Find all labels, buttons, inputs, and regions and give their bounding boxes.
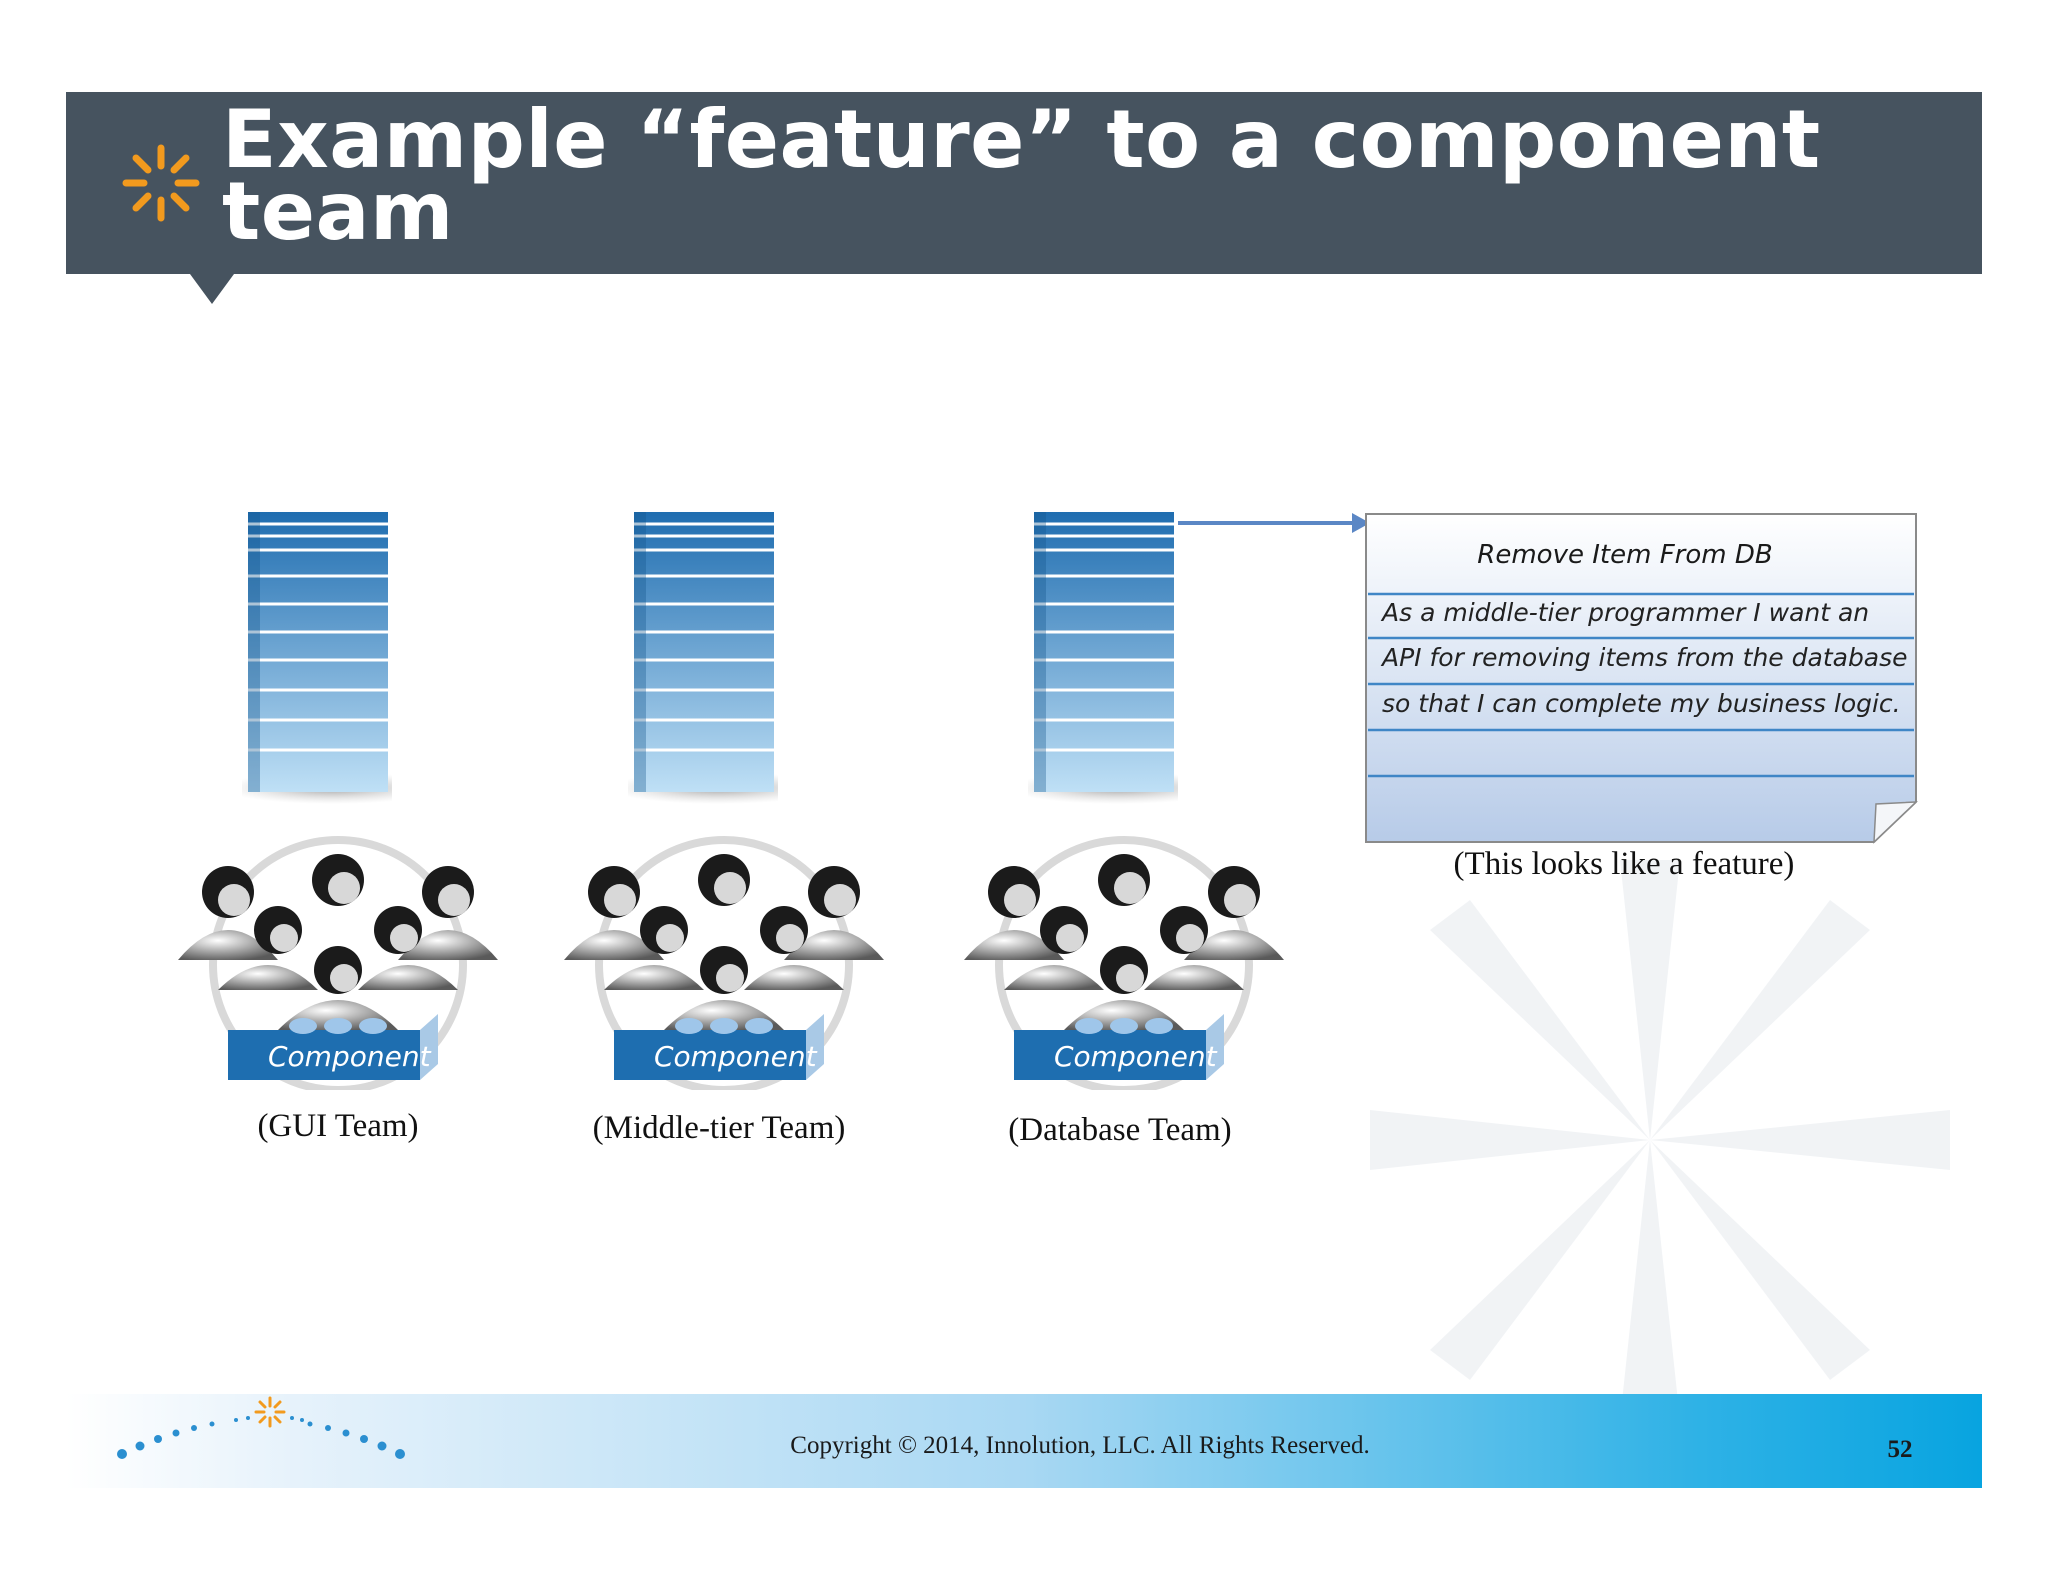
title-banner	[66, 92, 1982, 274]
feature-caption: (This looks like a feature)	[1453, 846, 1795, 882]
team-database: Component	[954, 830, 1294, 1095]
component-badge: Component	[1054, 1040, 1218, 1073]
story-line: API for removing items from the database	[1382, 643, 1908, 672]
team-people-icon: Component	[178, 836, 498, 1094]
copyright-text: Copyright © 2014, Innolution, LLC. All R…	[790, 1432, 1370, 1459]
story-line: so that I can complete my business logic…	[1382, 689, 1901, 718]
server-stack-icon	[628, 512, 778, 804]
page-title: Example “feature” to a component team	[222, 93, 1821, 258]
page-number: 52	[1887, 1436, 1913, 1463]
team-gui: Component	[168, 830, 508, 1095]
dots-arc-icon	[117, 1396, 405, 1459]
sunburst-icon	[122, 144, 200, 222]
title-pointer	[190, 274, 234, 304]
story-card-title: Remove Item From DB	[1477, 540, 1773, 570]
arrow-icon	[1178, 513, 1370, 533]
story-card	[1365, 513, 1918, 844]
team-people-icon: Component	[564, 836, 884, 1094]
watermark-burst	[1370, 860, 1950, 1420]
team-middle-tier: Component	[554, 830, 894, 1095]
story-line: As a middle-tier programmer I want an	[1382, 598, 1870, 627]
team-people-icon: Component	[964, 836, 1284, 1094]
component-badge: Component	[654, 1040, 818, 1073]
footer-bar	[66, 1394, 1982, 1488]
server-stack-icon	[242, 512, 392, 804]
server-stack-icon	[1028, 512, 1178, 804]
team-label-gui: (GUI Team)	[257, 1108, 419, 1144]
component-badge: Component	[268, 1040, 432, 1073]
team-label-database: (Database Team)	[1008, 1112, 1232, 1148]
team-label-middle-tier: (Middle-tier Team)	[592, 1110, 846, 1146]
